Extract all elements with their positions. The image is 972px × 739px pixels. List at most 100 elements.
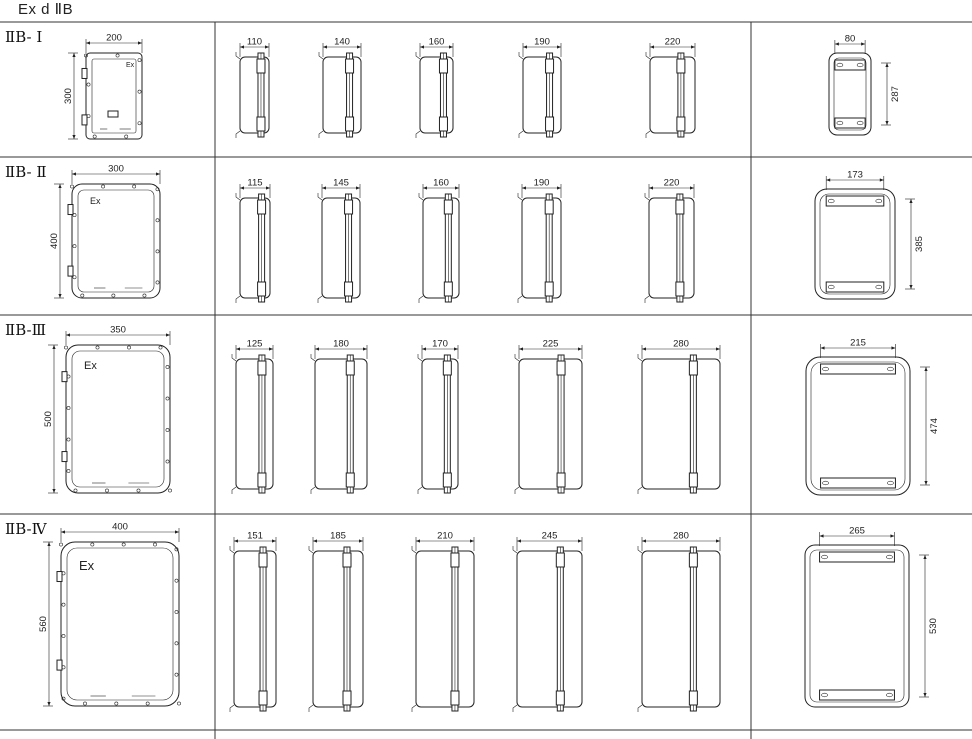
dimension-label: 80	[845, 34, 856, 45]
enclosure-outline	[85, 52, 143, 140]
side-depth-dimension: 220	[649, 37, 696, 57]
mount-hole	[821, 554, 828, 560]
enclosure-cover	[71, 350, 165, 488]
mounting-rail-top	[819, 551, 895, 563]
bolt	[174, 610, 179, 614]
mount-hole	[827, 198, 835, 204]
bolt	[136, 488, 141, 493]
nameplate	[107, 110, 119, 118]
hinge	[56, 659, 63, 671]
dimension-label: 145	[333, 178, 349, 189]
dimension-label: 530	[928, 618, 939, 634]
dimension-label: 200	[106, 33, 122, 44]
front-width-dimension: 350	[65, 325, 171, 345]
side-depth-dimension: 280	[641, 339, 721, 359]
hinge	[675, 199, 685, 215]
bolt	[165, 459, 170, 464]
back-height-dimension: 530	[919, 554, 939, 698]
bolt	[177, 701, 181, 706]
bolt	[86, 82, 91, 87]
side-view: 185	[308, 531, 364, 712]
mount-hole	[856, 120, 864, 126]
dimension-label: 160	[429, 37, 445, 48]
back-inner	[833, 57, 867, 131]
bolt	[61, 634, 66, 638]
front-height-dimension: 400	[49, 183, 64, 299]
bolt	[61, 602, 66, 607]
hinge	[450, 690, 460, 706]
hinge	[676, 116, 686, 132]
dimension-label: 210	[437, 531, 453, 542]
hinge	[256, 58, 266, 74]
hinge	[257, 360, 267, 376]
hinge	[443, 281, 453, 297]
mount-bracket	[637, 546, 643, 712]
dimension-label: 287	[890, 86, 901, 102]
bolt	[70, 184, 74, 189]
bolt	[158, 345, 163, 350]
bolt	[84, 53, 88, 58]
hinge	[545, 58, 555, 74]
mount-bracket	[235, 193, 241, 303]
row-label: ⅡB- Ⅱ	[5, 163, 47, 181]
side-body	[314, 358, 368, 490]
side-body	[312, 550, 364, 708]
side-view: 280	[637, 531, 721, 712]
mount-bracket	[517, 193, 523, 303]
front-width-dimension: 200	[85, 33, 143, 53]
mount-bracket	[231, 354, 237, 494]
dimension-label: 110	[247, 37, 262, 48]
mount-bracket	[310, 354, 316, 494]
hinge	[81, 67, 88, 79]
front-height-dimension: 500	[43, 344, 58, 494]
bolt	[83, 701, 87, 706]
mount-bracket	[644, 193, 650, 303]
bolt	[155, 280, 160, 285]
front-width-dimension: 400	[60, 522, 180, 542]
mounting-rail-top	[834, 59, 866, 71]
dimension-label: 220	[665, 37, 681, 48]
side-body	[521, 197, 562, 299]
hinge	[257, 281, 267, 297]
bolt	[72, 244, 77, 249]
hinge	[256, 116, 266, 132]
dimension-label: 190	[534, 37, 550, 48]
back-height-dimension: 287	[881, 62, 901, 126]
hinge	[442, 472, 452, 488]
front-height-dimension: 560	[38, 541, 53, 707]
dimension-label: 400	[49, 233, 60, 249]
hinge	[555, 552, 565, 568]
mount-hole	[827, 284, 835, 290]
side-depth-dimension: 115	[239, 178, 271, 198]
bolt	[137, 89, 142, 94]
bolt	[174, 578, 179, 583]
hinge	[545, 116, 555, 132]
side-view: 220	[645, 37, 696, 138]
bolt	[165, 365, 170, 369]
hinge	[442, 360, 452, 376]
side-view: 190	[518, 37, 562, 138]
enclosure-outline	[65, 344, 171, 494]
mounting-rail-top	[825, 195, 885, 207]
hinge	[443, 199, 453, 215]
side-view: 190	[517, 178, 562, 303]
back-inner	[809, 549, 905, 703]
ex-mark: Ex	[84, 360, 97, 372]
mount-bracket	[411, 546, 417, 712]
dimension-label: 280	[673, 531, 689, 542]
bolt	[127, 345, 131, 350]
hinge	[556, 360, 566, 376]
bolt	[73, 488, 78, 493]
dimension-label: 265	[849, 526, 865, 537]
side-depth-dimension: 145	[321, 178, 361, 198]
bolt	[92, 134, 97, 139]
back-width-dimension: 215	[820, 338, 896, 358]
side-view: 125	[231, 339, 274, 494]
dimension-label: 180	[333, 339, 349, 350]
bolt	[59, 542, 63, 547]
mount-hole	[822, 480, 829, 486]
bolt	[64, 345, 68, 350]
